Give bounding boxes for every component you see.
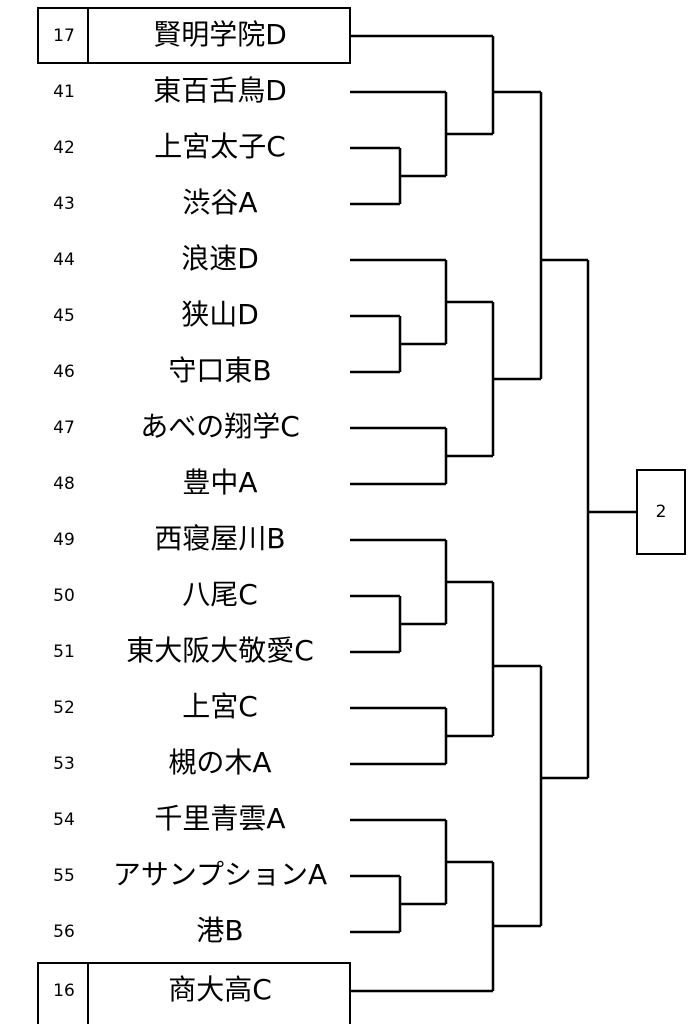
team-name: 上宮C: [182, 690, 258, 723]
team-name: 東百舌鳥D: [153, 74, 287, 107]
seed-number: 16: [53, 981, 75, 1001]
seed-number: 41: [53, 82, 75, 102]
seed-number: 17: [53, 26, 75, 46]
seed-number: 51: [53, 642, 75, 662]
team-name: 西寝屋川B: [154, 522, 285, 555]
team-name: 槻の木A: [168, 746, 271, 779]
seed-number: 42: [53, 138, 75, 158]
seed-number: 46: [53, 362, 75, 382]
seed-number: 50: [53, 586, 75, 606]
seed-number: 53: [53, 754, 75, 774]
seed-number: 54: [53, 810, 75, 830]
seed-number: 47: [53, 418, 75, 438]
seed-number: 56: [53, 922, 75, 942]
team-name: 狭山D: [181, 298, 259, 331]
seed-number: 52: [53, 698, 75, 718]
team-name: 守口東B: [168, 354, 271, 387]
team-name: 豊中A: [182, 466, 257, 499]
team-name: 港B: [196, 914, 243, 947]
seed-number: 48: [53, 474, 75, 494]
seed-number: 43: [53, 194, 75, 214]
team-name: アサンプションA: [113, 858, 327, 891]
team-name: 東大阪大敬愛C: [126, 634, 314, 667]
bracket-lines: [350, 34, 637, 993]
seed-number: 55: [53, 866, 75, 886]
team-name: 渋谷A: [182, 186, 257, 219]
team-name: 賢明学院D: [153, 18, 287, 51]
team-name: 浪速D: [181, 242, 259, 275]
team-name: 八尾C: [182, 578, 258, 611]
team-name: 商大高C: [168, 973, 272, 1006]
team-name: あべの翔学C: [140, 410, 300, 443]
entry-list: 41 東百舌鳥D 42 上宮太子C 43 渋谷A 44 浪速D 45 狭山D 4…: [53, 74, 327, 947]
team-name: 上宮太子C: [154, 130, 286, 163]
seed-number: 45: [53, 306, 75, 326]
seed-number: 49: [53, 530, 75, 550]
team-name: 千里青雲A: [154, 802, 285, 835]
final-label: 2: [656, 502, 667, 522]
seed-number: 44: [53, 250, 75, 270]
seeded-bottom-box: [37, 962, 351, 1024]
